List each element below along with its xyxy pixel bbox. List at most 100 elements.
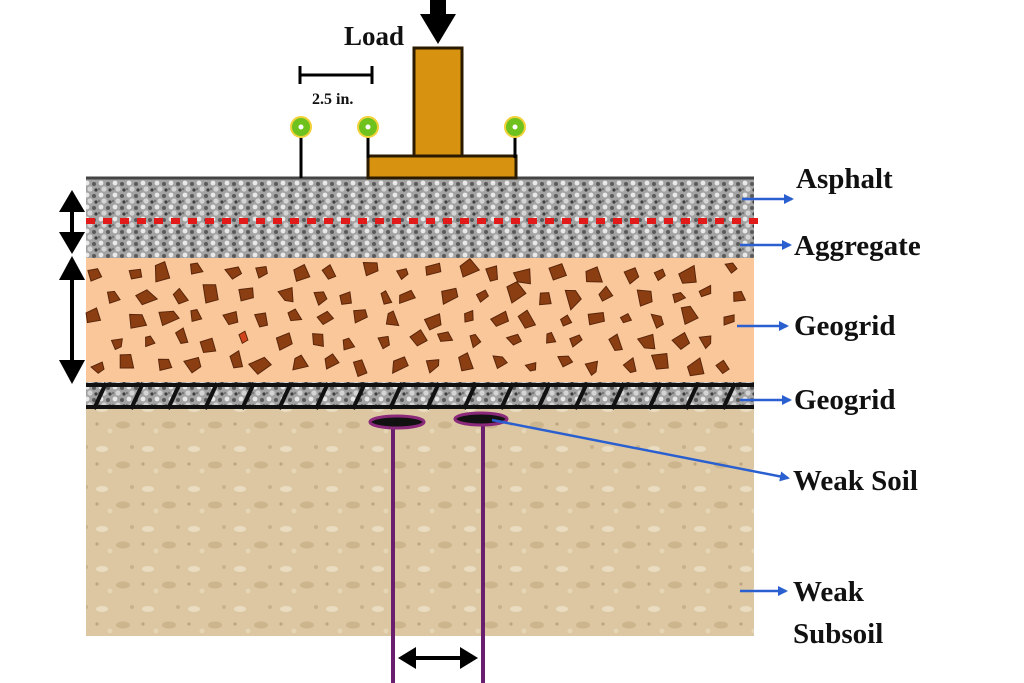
aggregate-stone <box>686 357 705 377</box>
aggregate-stone <box>680 305 699 326</box>
aggregate-stone <box>87 268 103 282</box>
aggregate-stone <box>425 262 442 276</box>
aggregate-stone <box>517 309 537 329</box>
aggregate-stone <box>678 264 697 284</box>
aggregate-stone <box>622 357 637 374</box>
pressure-cell-left <box>368 414 426 683</box>
aggregate-stone <box>313 291 328 307</box>
aggregate-stone <box>238 330 249 345</box>
aggregate-stone <box>154 261 171 283</box>
aggregate-stone <box>342 337 356 351</box>
aggregate-stone <box>183 356 202 374</box>
geogrid-tick <box>351 382 367 410</box>
aggregate-stone <box>135 289 159 306</box>
aggregate-stone <box>485 265 499 282</box>
aggregate-stone <box>506 281 527 304</box>
aggregate-stone <box>253 312 269 328</box>
aggregate-stone <box>292 354 309 371</box>
aggregate-stone <box>557 355 574 368</box>
aggregate-stone <box>352 359 368 378</box>
load-arrow <box>420 0 456 44</box>
aggregate-stone <box>395 268 409 281</box>
aggregate-stone <box>650 353 669 370</box>
aggregate-stone <box>90 361 105 374</box>
spacing-label: 2.5 in. <box>312 91 354 108</box>
spacing-dimension <box>298 66 374 84</box>
aggregate-stone <box>377 335 390 350</box>
aggregate-stone <box>145 335 156 348</box>
geogrid-tick <box>240 382 256 410</box>
pin-spacing-arrow <box>398 647 478 669</box>
aggregate-stone <box>587 312 605 326</box>
aggregate-stone <box>698 335 712 350</box>
load-plate-column <box>412 46 464 160</box>
aggregate-stone <box>653 268 666 282</box>
aggregate-stone <box>636 333 656 350</box>
aggregate-stone <box>469 333 482 349</box>
aggregate-stone <box>339 291 352 305</box>
aggregate-stone <box>353 309 368 324</box>
load-plate-base <box>366 154 518 180</box>
geogrid-tick <box>388 382 404 410</box>
sensor-right <box>504 116 526 158</box>
weak-subsoil-line-2: Subsoil <box>793 618 884 651</box>
aggregate-stone <box>650 313 664 329</box>
aggregate-stone <box>287 308 303 322</box>
aggregate-stone <box>202 284 219 304</box>
aggregate-stone <box>458 352 474 372</box>
aggregate-stone <box>492 355 508 370</box>
aggregate-stone <box>671 331 691 350</box>
layer-label-asphalt: Asphalt <box>796 163 893 195</box>
layer-label-weak-subsoil: Weak Subsoil <box>793 571 883 655</box>
aggregate-stone <box>715 359 730 375</box>
asphalt-layer <box>86 178 754 258</box>
geogrid-tick <box>314 382 330 410</box>
aggregate-stone <box>321 264 337 280</box>
aggregate-stone <box>110 338 123 351</box>
weak-subsoil-layer <box>86 408 754 636</box>
geogrid-tick <box>573 382 589 410</box>
geogrid-tick <box>462 382 478 410</box>
aggregate-stone <box>608 333 623 352</box>
aggregate-stone <box>546 331 557 344</box>
geogrid-tick <box>203 382 219 410</box>
aggregate-stone <box>548 263 568 281</box>
geogrid-tick <box>129 382 145 410</box>
aggregate-stone <box>129 313 148 329</box>
aggregate-stone <box>723 314 735 326</box>
aggregate-stone <box>189 262 204 275</box>
aggregate-stone <box>380 290 393 305</box>
layer-label-weak-soil: Weak Soil <box>793 465 918 497</box>
aggregate-stone <box>293 263 311 282</box>
aggregate-stone <box>174 327 189 344</box>
load-label: Load <box>344 21 405 51</box>
aggregate-stone <box>524 361 537 372</box>
aggregate-stone <box>441 287 459 305</box>
geogrid-tick <box>425 382 441 410</box>
geogrid-tick <box>536 382 552 410</box>
geogrid-tick <box>499 382 515 410</box>
geogrid-tick <box>647 382 663 410</box>
aggregate-stone <box>222 310 239 326</box>
aggregate-stone <box>106 290 121 304</box>
aggregate-stone <box>724 262 738 274</box>
aggregate-stone <box>409 329 428 347</box>
aggregate-stone <box>464 309 474 323</box>
aggregate-stone <box>564 289 582 311</box>
aggregate-stone <box>238 287 254 302</box>
aggregate-stone <box>399 289 417 305</box>
aggregate-stone <box>119 353 135 369</box>
aggregate-stone <box>436 331 454 342</box>
aggregate-stone <box>636 289 653 307</box>
aggregate-stone <box>128 268 143 280</box>
thickness-arrow-lower <box>59 256 85 384</box>
weak-subsoil-line-1: Weak <box>793 576 864 608</box>
aggregate-stone <box>172 287 189 305</box>
aggregate-stone <box>505 333 522 346</box>
geogrid-tick <box>92 382 108 410</box>
geogrid-tick <box>721 382 737 410</box>
aggregate-stone <box>312 333 324 348</box>
aggregate-stone <box>157 358 173 372</box>
aggregate-stone <box>277 286 294 303</box>
